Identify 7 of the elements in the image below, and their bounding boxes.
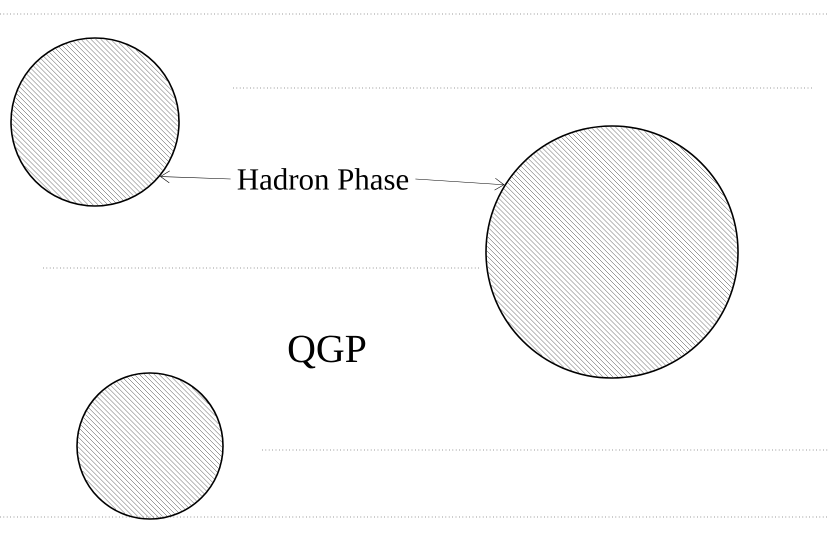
phase-label: Hadron Phase	[238, 168, 408, 190]
region-label: QGP	[288, 336, 366, 368]
arrow	[160, 170, 231, 184]
hatched-circle	[76, 372, 224, 520]
hatched-circle	[10, 37, 180, 207]
arrow	[415, 178, 504, 190]
hatched-circle	[485, 125, 739, 379]
